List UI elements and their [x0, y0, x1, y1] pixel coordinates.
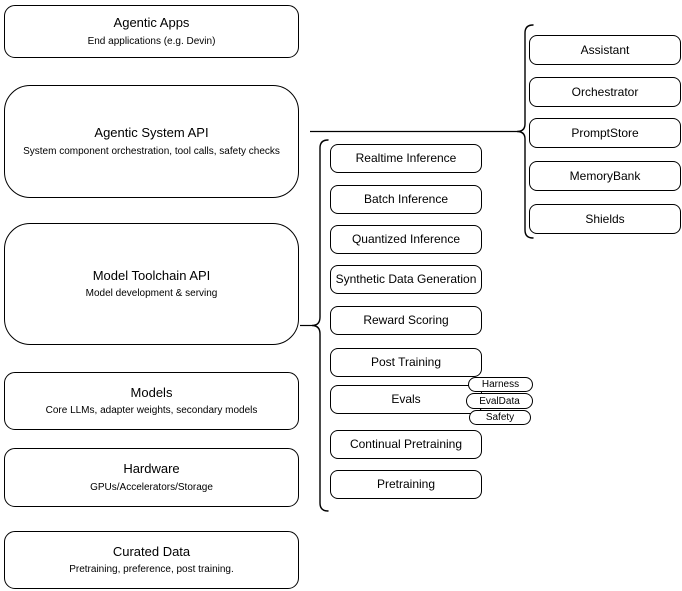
- node-title: Pretraining: [376, 477, 436, 491]
- node-title: Hardware: [123, 461, 180, 477]
- tag-label: Harness: [481, 379, 520, 390]
- tag-label: Safety: [485, 412, 515, 423]
- node-agentic-apps: Agentic Apps End applications (e.g. Devi…: [4, 5, 299, 58]
- node-continual-pretraining: Continual Pretraining: [330, 430, 482, 459]
- node-quantized-inference: Quantized Inference: [330, 225, 482, 254]
- toolchain-brace: [311, 139, 329, 512]
- node-hardware: Hardware GPUs/Accelerators/Storage: [4, 448, 299, 507]
- node-orchestrator: Orchestrator: [529, 77, 681, 107]
- node-agentic-system-api: Agentic System API System component orch…: [4, 85, 299, 198]
- node-promptstore: PromptStore: [529, 118, 681, 148]
- node-subtitle: System component orchestration, tool cal…: [23, 145, 280, 157]
- tag-evaldata: EvalData: [466, 393, 533, 409]
- node-title: Synthetic Data Generation: [335, 272, 477, 286]
- node-title: MemoryBank: [569, 168, 641, 183]
- node-subtitle: End applications (e.g. Devin): [87, 35, 216, 47]
- node-title: Realtime Inference: [355, 151, 457, 165]
- node-curated-data: Curated Data Pretraining, preference, po…: [4, 531, 299, 589]
- node-title: Post Training: [370, 355, 442, 369]
- node-title: Curated Data: [112, 543, 191, 559]
- node-title: Assistant: [580, 42, 630, 57]
- node-title: Batch Inference: [363, 192, 449, 206]
- node-shields: Shields: [529, 204, 681, 234]
- node-pretraining: Pretraining: [330, 470, 482, 499]
- node-model-toolchain-api: Model Toolchain API Model development & …: [4, 223, 299, 345]
- tag-label: EvalData: [479, 395, 520, 407]
- node-subtitle: GPUs/Accelerators/Storage: [90, 481, 213, 493]
- node-title: Agentic Apps: [113, 15, 190, 31]
- node-title: Shields: [585, 211, 625, 226]
- node-title: Agentic System API: [94, 125, 209, 141]
- node-subtitle: Core LLMs, adapter weights, secondary mo…: [45, 405, 258, 417]
- node-memorybank: MemoryBank: [529, 161, 681, 191]
- node-batch-inference: Batch Inference: [330, 185, 482, 214]
- node-post-training: Post Training: [330, 348, 482, 377]
- node-title: Reward Scoring: [363, 313, 449, 327]
- node-assistant: Assistant: [529, 35, 681, 65]
- node-title: PromptStore: [571, 125, 639, 140]
- node-subtitle: Model development & serving: [85, 288, 218, 300]
- node-title: Models: [130, 384, 173, 400]
- node-realtime-inference: Realtime Inference: [330, 144, 482, 173]
- node-subtitle: Pretraining, preference, post training.: [69, 564, 234, 576]
- tag-harness: Harness: [468, 377, 533, 392]
- node-title: Continual Pretraining: [349, 437, 463, 451]
- node-reward-scoring: Reward Scoring: [330, 306, 482, 335]
- node-title: Evals: [391, 392, 421, 406]
- node-title: Quantized Inference: [351, 232, 461, 246]
- node-synthetic-data-generation: Synthetic Data Generation: [330, 265, 482, 294]
- node-title: Model Toolchain API: [92, 267, 211, 283]
- tag-safety: Safety: [469, 410, 531, 425]
- node-evals: Evals: [330, 385, 482, 414]
- node-title: Orchestrator: [571, 84, 639, 99]
- node-models: Models Core LLMs, adapter weights, secon…: [4, 372, 299, 430]
